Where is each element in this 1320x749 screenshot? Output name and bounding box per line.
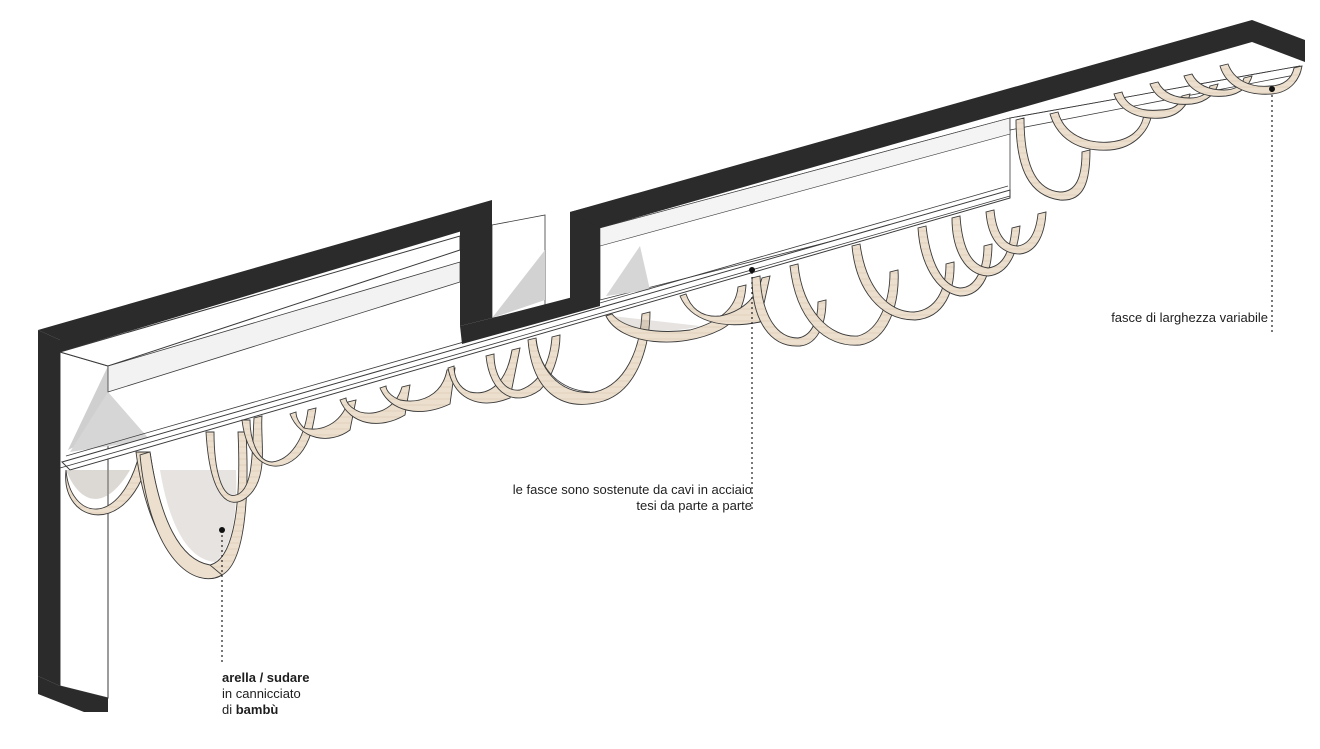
u-shadow [492,250,545,318]
bamboo-band [527,311,651,405]
arella-material: in cannicciato [222,686,301,701]
annotation-bands: fasce di larghezza variabile [1080,310,1268,326]
bamboo-band [951,215,1021,277]
bamboo-band [751,275,827,347]
annotation-dots [219,86,1275,533]
cables-line2: tesi da parte a parte [636,498,752,513]
bamboo-band [789,263,899,346]
bamboo-band [605,284,747,343]
annotation-cables: le fasce sono sostenute da cavi in accia… [470,482,752,514]
arella-title: arella / sudare [222,670,310,685]
bamboo-band [851,243,955,321]
bamboo-band [289,399,357,439]
bamboo-band [985,209,1047,255]
bamboo-band [1015,117,1091,201]
frame-outline [38,20,1305,712]
leader-dot-icon [1269,86,1275,92]
right-beam-shadow [606,246,650,296]
cables-line1: le fasce sono sostenute da cavi in accia… [512,482,752,497]
wall-faces [58,117,1011,699]
annotation-leaders [221,90,1273,665]
bamboo-band [241,407,317,467]
leader-dot-icon [219,527,225,533]
bands-line1: fasce di larghezza variabile [1111,310,1268,325]
bamboo-band [379,367,456,412]
bamboo-band [1219,63,1303,95]
bamboo-band [1113,91,1191,119]
bamboo-band [917,225,993,297]
arella-bamboo: bambù [235,702,279,717]
arella-prefix: di [222,702,236,717]
bamboo-band [1183,73,1253,97]
leader-dot-icon [749,267,755,273]
annotation-arella: arella / sudare in cannicciato di bambù [222,670,309,718]
bamboo-bands [65,63,1303,580]
bamboo-band [205,415,263,503]
bamboo-band [1149,81,1219,105]
arella-line3: di bambù [222,702,309,718]
